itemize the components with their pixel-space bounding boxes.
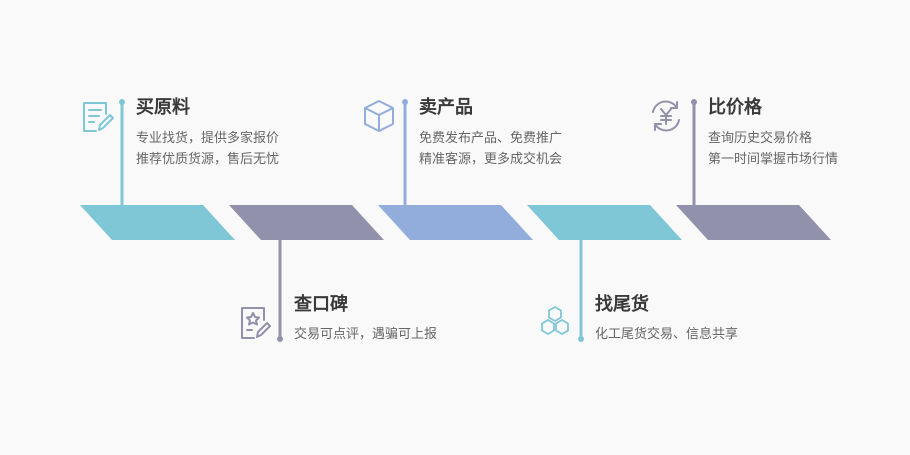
item-title: 比价格 (708, 97, 762, 118)
item-desc-line-2: 推荐优质货源，售后无忧 (136, 152, 280, 167)
item-title: 查口碑 (294, 294, 348, 315)
item-desc-line-1: 免费发布产品、免费推广 (419, 131, 563, 146)
rating-document-icon (241, 307, 271, 339)
segment-1 (80, 205, 235, 240)
item-desc-line-2: 第一时间掌握市场行情 (708, 152, 839, 167)
segment-4 (527, 205, 682, 240)
item-desc-line-1: 专业找货，提供多家报价 (136, 131, 280, 146)
item-title: 卖产品 (419, 97, 473, 118)
yen-refresh-icon (652, 100, 680, 132)
document-edit-icon (83, 102, 114, 132)
segment-3 (378, 205, 533, 240)
item-desc-line-1: 化工尾货交易、信息共享 (595, 327, 739, 342)
item-desc-line-1: 查询历史交易价格 (708, 131, 813, 146)
segment-5 (676, 205, 831, 240)
connector-dot-2 (277, 336, 283, 342)
item-desc-line-2: 精准客源，更多成交机会 (419, 152, 563, 167)
connector-dot-3 (402, 99, 408, 105)
connector-dot-5 (691, 99, 697, 105)
segment-2 (229, 205, 384, 240)
connector-dot-4 (578, 336, 584, 342)
item-title: 找尾货 (595, 294, 649, 315)
cube-box-icon (364, 100, 394, 132)
hexagon-cluster-icon (541, 306, 569, 335)
connector-dot-1 (119, 99, 125, 105)
item-title: 买原料 (136, 97, 190, 118)
item-desc-line-1: 交易可点评，遇骗可上报 (294, 327, 438, 342)
